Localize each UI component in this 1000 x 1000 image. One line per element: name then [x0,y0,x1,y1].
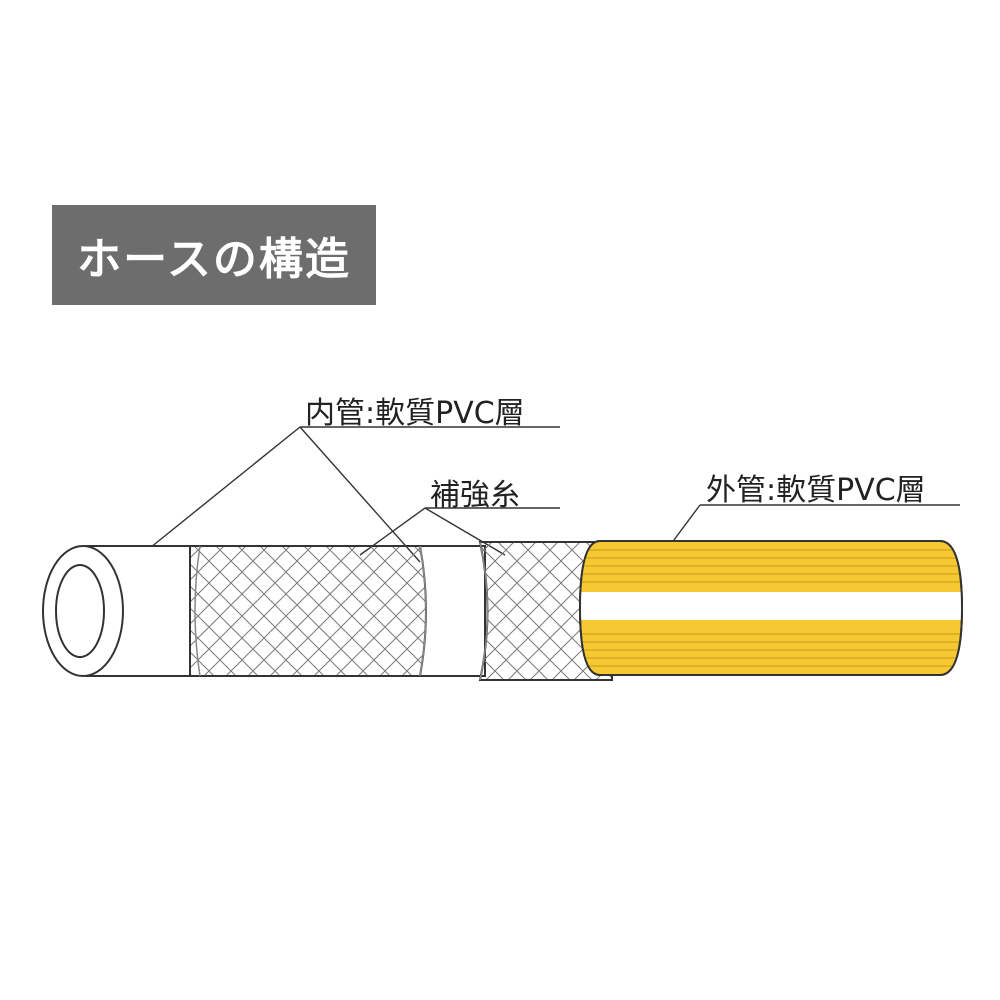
leader-line-inner-right [299,426,421,563]
diagram-title: ホースの構造 [77,234,351,285]
inner-tube-left [42,545,200,677]
leader-line-inner-left [134,426,301,561]
braid-segment-2 [478,541,613,681]
outer-jacket [578,540,964,676]
braid-segment-1 [189,545,432,677]
label-inner-tube: 内管:軟質PVC層 [305,396,525,431]
white-stripe [580,592,962,620]
label-outer-tube: 外管:軟質PVC層 [706,473,926,508]
jacket-ribs [580,549,962,667]
label-reinforcement-yarn: 補強糸 [430,478,520,513]
title-banner: ホースの構造 [52,205,376,305]
inner-tube-middle [418,545,486,677]
